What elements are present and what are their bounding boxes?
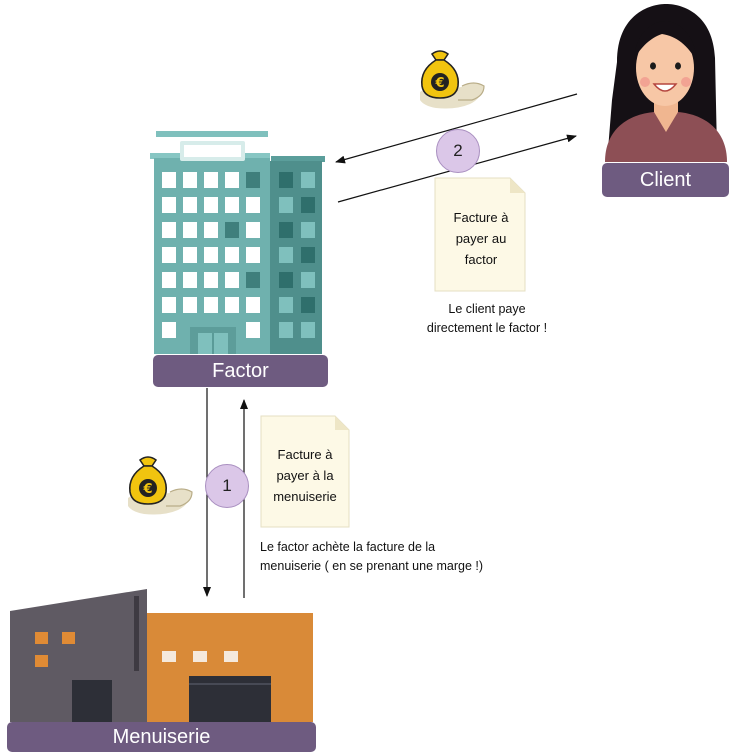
window (225, 297, 239, 313)
window (301, 172, 315, 188)
window (301, 272, 315, 288)
factor-building-icon (150, 131, 325, 354)
money-bag-icon-bottom: € (128, 456, 193, 515)
window (225, 197, 239, 213)
window (225, 272, 239, 288)
window (279, 297, 293, 313)
client-label: Client (602, 163, 729, 197)
window (204, 297, 218, 313)
invoice-client-text: Facture à payer au factor (437, 207, 525, 270)
client-avatar-icon (605, 4, 727, 162)
window (246, 247, 260, 263)
window (279, 172, 293, 188)
window (183, 297, 197, 313)
window (246, 172, 260, 188)
euro-symbol: € (142, 482, 152, 497)
invoice-menuiserie-line-3: menuiserie (273, 489, 337, 504)
invoice-client-line-2: payer au (455, 231, 507, 246)
menuiserie-workshop-icon (10, 589, 313, 722)
window (301, 247, 315, 263)
window (183, 272, 197, 288)
window (183, 172, 197, 188)
window (225, 172, 239, 188)
window (246, 197, 260, 213)
window (162, 172, 176, 188)
factor-buys-line-1: Le factor achète la facture de la (260, 540, 436, 554)
step-1-badge: 1 (205, 464, 249, 508)
window (183, 222, 197, 238)
window (162, 272, 176, 288)
window (301, 197, 315, 213)
window (279, 322, 293, 338)
window (279, 222, 293, 238)
window (183, 197, 197, 213)
client-pays-line-1: Le client paye (448, 302, 526, 316)
window (162, 222, 176, 238)
window (246, 322, 260, 338)
invoice-client-line-3: factor (464, 252, 498, 267)
factor-label: Factor (153, 355, 328, 387)
window (279, 247, 293, 263)
window (204, 247, 218, 263)
invoice-note-client (434, 177, 526, 292)
step-2-badge: 2 (436, 129, 480, 173)
window (162, 197, 176, 213)
window (279, 197, 293, 213)
window (162, 322, 176, 338)
factor-buys-line-2: menuiserie ( en se prenant une marge !) (260, 559, 484, 573)
factor-buys-caption: Le factor achète la facture de la menuis… (260, 538, 560, 576)
window (225, 247, 239, 263)
arrow-client-to-factor (335, 93, 578, 164)
window (246, 272, 260, 288)
window (246, 297, 260, 313)
window (204, 222, 218, 238)
euro-symbol: € (434, 76, 444, 91)
window (162, 247, 176, 263)
invoice-menuiserie-text: Facture à payer à la menuiserie (261, 444, 349, 507)
window (204, 172, 218, 188)
client-pays-line-2: directement le factor ! (426, 321, 548, 335)
invoice-menuiserie-line-1: Facture à (277, 447, 333, 462)
invoice-menuiserie-line-2: payer à la (276, 468, 334, 483)
money-bag-icon-top: € (420, 50, 485, 109)
window (301, 322, 315, 338)
window (246, 222, 260, 238)
invoice-client-line-1: Facture à (453, 210, 509, 225)
client-pays-caption: Le client paye directement le factor ! (397, 300, 577, 338)
window (162, 297, 176, 313)
menuiserie-label: Menuiserie (7, 722, 316, 752)
invoice-note-menuiserie (260, 415, 350, 528)
window (204, 272, 218, 288)
window (225, 222, 239, 238)
window (204, 197, 218, 213)
window (183, 247, 197, 263)
window (279, 272, 293, 288)
window (301, 222, 315, 238)
window (301, 297, 315, 313)
